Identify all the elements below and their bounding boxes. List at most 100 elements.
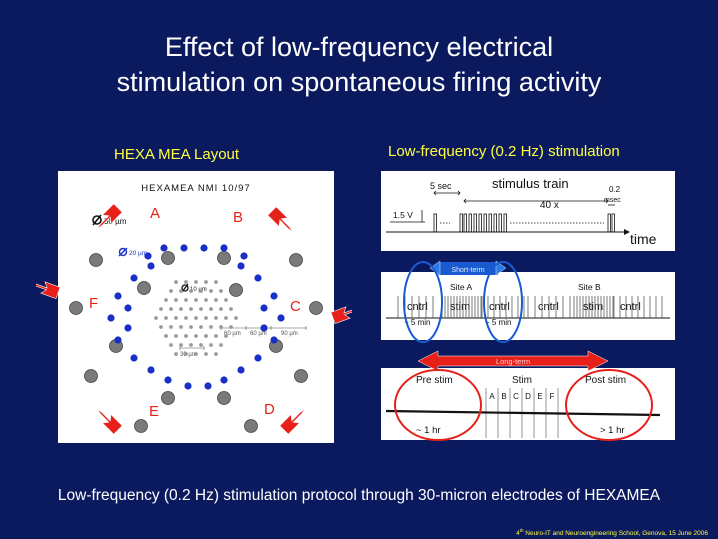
small-electrode: [209, 289, 213, 293]
small-electrode: [214, 352, 218, 356]
medium-electrode: [254, 354, 262, 362]
site-label-e: E: [149, 403, 159, 420]
small-electrode: [169, 343, 173, 347]
small-electrode: [189, 289, 193, 293]
medium-electrode: [124, 324, 132, 332]
small-electrode: [184, 298, 188, 302]
small-electrode: [199, 325, 203, 329]
stim-site-label: C: [513, 392, 519, 401]
small-electrode: [229, 307, 233, 311]
stimulus-train-pulses: [386, 213, 630, 235]
small-electrode: [174, 316, 178, 320]
small-electrode: [204, 280, 208, 284]
amplitude-label: 1.5 V: [393, 210, 413, 220]
site-label-d: D: [264, 401, 275, 418]
medium-electrode: [114, 292, 122, 300]
large-electrode: [161, 391, 175, 405]
spacing-label-2: 60 µm: [250, 331, 267, 337]
small-electrode: [194, 316, 198, 320]
large-electrode: [89, 253, 103, 267]
medium-electrode: [107, 314, 115, 322]
footer-text: Neuro-IT and Neuroengineering School, Ge…: [523, 530, 708, 538]
medium-electrode: [164, 376, 172, 384]
small-electrode: [219, 343, 223, 347]
medium-electrode: [254, 274, 262, 282]
slide-title: Effect of low-frequency electrical stimu…: [0, 30, 718, 100]
stimulus-pulse: [473, 213, 477, 233]
spacing-label-4: 30 µm: [180, 352, 197, 358]
pre-duration-label: ~ 1 hr: [416, 425, 441, 436]
small-electrode: [184, 280, 188, 284]
mea-header: HEXAMEA NMI 10/97: [141, 183, 250, 194]
small-electrode: [224, 298, 228, 302]
short-term-label: Short-term: [451, 267, 484, 274]
small-electrode: [224, 334, 228, 338]
title-line-2: stimulation on spontaneous firing activi…: [116, 67, 602, 97]
large-electrode: [134, 419, 148, 433]
phase-b-cntrl-1: cntrl: [538, 301, 559, 313]
small-electrode: [219, 325, 223, 329]
medium-electrode: [180, 244, 188, 252]
small-electrode: [179, 343, 183, 347]
small-electrode: [204, 316, 208, 320]
stimulus-pulse: [459, 213, 463, 233]
small-electrode: [174, 298, 178, 302]
medium-electrode: [260, 324, 268, 332]
phase-a-cntrl-2: cntrl: [489, 301, 510, 313]
electrode-array: [69, 244, 323, 433]
small-electrode: [214, 316, 218, 320]
spacing-label-3: 90 µm: [281, 331, 298, 337]
small-electrode: [174, 280, 178, 284]
site-label-f: F: [89, 295, 98, 312]
large-electrode: [309, 301, 323, 315]
small-electrode: [224, 316, 228, 320]
small-electrode: [219, 307, 223, 311]
short-term-oval-left: [403, 261, 443, 343]
diameter-10-label: 10 µm: [190, 287, 207, 293]
stimulus-pulse: [433, 213, 437, 233]
medium-electrode: [184, 382, 192, 390]
small-electrode: [194, 298, 198, 302]
large-electrode: [229, 283, 243, 297]
post-stim-label: Post stim: [585, 375, 626, 386]
stimulus-pulse: [468, 213, 472, 233]
site-label-c: C: [290, 298, 301, 315]
long-term-arrow-icon: [417, 350, 609, 372]
train-annotations: [390, 190, 615, 223]
slide-caption: Low-frequency (0.2 Hz) stimulation proto…: [57, 487, 661, 504]
long-term-oval-right: [565, 369, 653, 441]
small-electrode: [159, 325, 163, 329]
small-electrode: [194, 334, 198, 338]
medium-electrode: [260, 304, 268, 312]
medium-electrode: [270, 292, 278, 300]
duration-a2-label: ~ 5 min: [485, 318, 511, 327]
small-electrode: [199, 343, 203, 347]
small-electrode: [179, 307, 183, 311]
large-electrode: [84, 369, 98, 383]
short-term-oval-right: [483, 261, 523, 343]
spacing-label-1: 60 µm: [224, 331, 241, 337]
diameter-20-label: 20 µm: [129, 250, 147, 257]
large-electrode: [161, 251, 175, 265]
stimulation-protocol-diagram: 5 sec stimulus train 0.2 msec 40 x 1.5 V…: [381, 171, 675, 441]
site-label-a: A: [150, 205, 160, 222]
medium-electrode: [147, 262, 155, 270]
footer-superscript: th: [519, 528, 524, 533]
medium-electrode: [124, 304, 132, 312]
large-electrode: [217, 251, 231, 265]
short-term-spike-ticks: [386, 296, 670, 319]
footer-prefix: 4: [516, 530, 520, 538]
small-electrode: [159, 307, 163, 311]
medium-electrode: [220, 244, 228, 252]
small-electrode: [209, 307, 213, 311]
small-electrode: [164, 298, 168, 302]
small-electrode: [164, 316, 168, 320]
stim-site-label: F: [550, 392, 555, 401]
small-electrode: [234, 316, 238, 320]
mea-panel-background: [58, 171, 334, 443]
large-electrode: [289, 253, 303, 267]
short-term-badge: [438, 262, 498, 275]
small-electrode: [194, 280, 198, 284]
stim-site-label: E: [537, 392, 542, 401]
